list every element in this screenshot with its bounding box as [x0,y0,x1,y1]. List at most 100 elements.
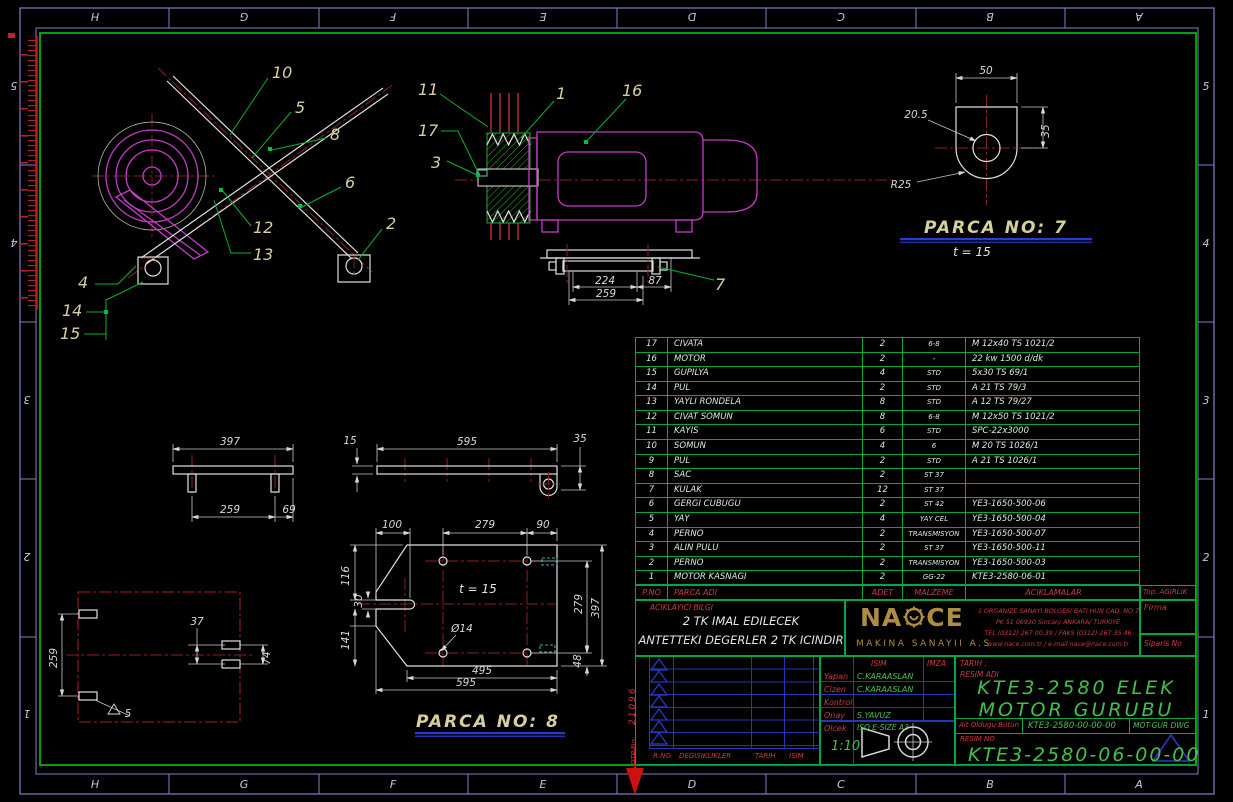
projection-symbol-icon [861,723,932,761]
assembly-leaders [84,77,383,340]
nace-gear-icon [903,606,925,628]
part-no: 10 [636,440,668,454]
part-name: KAYIS [668,425,863,440]
part-note: YE3-1650-500-11 [972,543,1046,554]
part-name: GERGI CUBUGU [668,498,863,512]
sheet-border: H G F E D C B A H G F E D C B A 5 4 3 2 … [8,7,1215,795]
part-name: GUPILYA [668,367,863,381]
note-label: ACIKLAYICI BILGI [650,603,713,612]
drawing-title-block: TARIH : RESIM ADI KTE3-2580 ELEK MOTOR G… [955,656,1198,766]
address-line2: PK 51 06930 Sincan/ ANKARA/ TURKIYE [995,619,1121,626]
part-mat: 6-8 [903,410,966,425]
part-note: M 12x50 TS 1021/2 [972,411,1055,422]
assembly-view: 10 5 8 6 2 12 13 4 14 15 [60,63,396,343]
balloon-17: 17 [418,121,439,140]
address-line3: TEL (0312) 267 00 39 / FAKS (0312) 267 3… [984,630,1132,637]
balloon-3: 3 [431,153,441,172]
dim-15: 15 [343,435,357,447]
part-mat: STD [903,396,966,410]
note-line2: ANTETTEKI DEGERLER 2 TK ICINDIR [638,633,844,647]
dim-hole: 20.5 [904,109,928,121]
note-box: ACIKLAYICI BILGI 2 TK IMAL EDILECEK ANTE… [635,600,845,656]
part-note: A 21 TS 1026/1 [972,455,1038,466]
zone-letter: F [389,10,396,23]
frame-box-view: 259 37 74 5 [48,591,273,723]
zone-letter: F [390,778,397,791]
balloon-10: 10 [272,63,292,82]
part-note: YE3-1650-500-04 [972,513,1046,524]
company-subtitle: MAKINA SANAYII A.S [856,639,992,649]
dim-259: 259 [48,648,60,668]
dim-50: 50 [979,65,993,77]
part-name: CIVAT SOMUN [668,410,863,425]
part-qty: 2 [863,498,903,512]
parca7-view: 50 35 20.5 R25 PARCA NO: 7 t = 15 [891,65,1092,259]
balloon-4: 4 [78,273,88,292]
dim-74: 74 [261,651,273,664]
part-note: M 20 TS 1026/1 [972,441,1039,452]
part-no: 14 [636,381,668,396]
cizen-value: C.KARAASLAN [857,685,914,694]
dim-87: 87 [648,275,662,287]
ruler-origin-mark [8,33,15,38]
firma-box: Firma [1140,600,1196,634]
balloon-7: 7 [715,275,726,294]
company-address: 1 ORGANIZE SANAYI BOLGESI BATI HUN CAD. … [978,606,1139,650]
zone-letter: B [986,10,994,23]
dim-397: 397 [590,598,602,618]
top-agirlik-label: Top. AGIRLIK [1143,588,1188,596]
zone-number: 2 [24,550,31,563]
part-note [966,484,1141,498]
drawing-title-line2: MOTOR GURUBU [978,699,1175,721]
balloon-13: 13 [253,245,273,264]
part-mat: TRANSMISYON [903,556,966,571]
bracket1-view: 397 259 69 [172,436,296,522]
zone-letter: H [91,778,99,791]
part-mat: STD [903,367,966,381]
onay-label: Onay [824,711,846,720]
part-name: KULAK [668,483,863,498]
part-no: 1 [636,571,668,585]
balloon-6: 6 [345,173,355,192]
part-qty: 8 [863,410,903,425]
part-no: 2 [636,556,668,571]
part-no: 11 [636,425,668,440]
part-mat: TRANSMISYON [903,527,966,542]
dim-495: 495 [472,665,492,677]
header-pno: P.NO [636,586,668,599]
parca8-title: PARCA NO: 8 [416,712,560,732]
balloon-12: 12 [253,218,273,237]
bracket2-dims: 15 595 35 [343,433,587,492]
part-name: YAYLI RONDELA [668,396,863,410]
part-name: CIVATA [668,338,863,352]
part-mat: ST 37 [903,483,966,498]
header-adet: ADET [863,586,903,599]
part-no: 12 [636,410,668,425]
header-aciklamalar: ACIKLAMALAR [1025,588,1082,597]
parca8-dims: 100 279 90 116 30 141 279 397 48 495 595 [340,519,607,694]
rev-isim-label: ISIM [789,752,804,760]
dwg-value: MOT-GUR DWG [1133,721,1190,730]
zone-letter: A [1134,778,1143,791]
zone-letter: C [837,778,845,791]
part-name: PUL [668,454,863,469]
part-no: 13 [636,396,668,410]
zone-number: 3 [1203,394,1210,407]
zone-letter: G [240,10,249,23]
signature-grid [821,669,954,721]
dim-279r: 279 [573,594,585,614]
dim-259: 259 [220,504,240,516]
otp-label: OTP No [630,739,638,765]
part-mat: ST 42 [903,498,966,512]
imza-header: IMZA [927,659,946,668]
otp-number: 21096 [628,686,638,725]
zone-number: 4 [1203,237,1210,250]
rev-tarih-label: TARIH [755,752,776,760]
balloon-11: 11 [418,80,438,99]
